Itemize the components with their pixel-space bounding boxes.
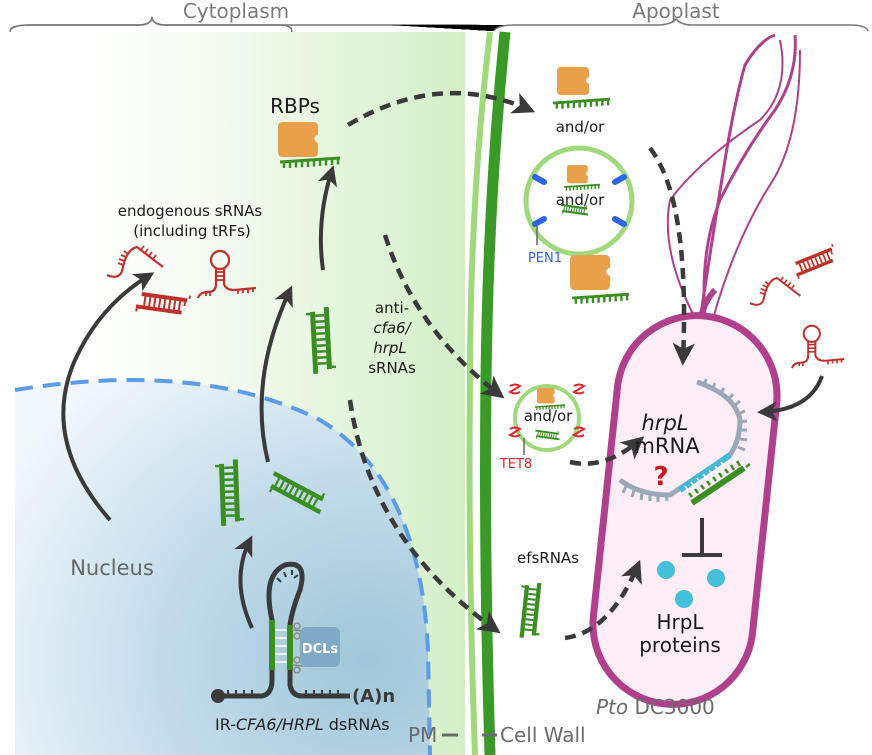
efsrna-duplex	[515, 580, 546, 641]
arrow-srna-to-tet8-vesicle	[382, 234, 505, 399]
pto-bacterium	[589, 312, 781, 708]
arrow-nucleus-to-endogenous	[61, 272, 155, 522]
pto-italic: Pto	[596, 695, 628, 719]
apoplast-endogenous-duplex	[790, 243, 841, 280]
pen1-label: PEN1	[528, 251, 562, 266]
dcls-label: DCLs	[302, 642, 339, 657]
inhibition-symbol	[682, 518, 722, 557]
and-or-pen1-label: and/or	[556, 191, 605, 209]
anti-srna-label-line3: hrpL	[373, 339, 407, 357]
pen1-proteins	[532, 174, 627, 227]
ir-dsrna-suffix: dsRNAs	[324, 715, 390, 734]
nuclear-envelope	[14, 378, 432, 755]
hrpl-protein-dot	[707, 569, 725, 587]
rbps-label: RBPs	[270, 94, 320, 118]
anti-srna-label-line1: anti-	[375, 299, 409, 317]
ir-dsrna-label: IR-CFA6/HRPL dsRNAs	[215, 715, 390, 734]
tet8-proteins	[508, 383, 586, 438]
apoplast-endogenous-hairpin	[791, 324, 846, 369]
arrow-srna-to-rbp	[317, 165, 337, 271]
arrow-dsrna-to-srna	[234, 535, 254, 629]
question-mark: ?	[653, 462, 668, 492]
hrpl-protein-dot	[675, 590, 693, 608]
ir-dsrna-gene: CFA6/HRPL	[236, 715, 324, 734]
pto-strain: DC3000	[628, 695, 715, 719]
ir-dsrna-hairpin: (A)n	[211, 561, 395, 707]
hrpl-mrna-strand	[618, 378, 751, 506]
tet8-vesicle	[508, 383, 586, 455]
pen1-vesicle	[523, 145, 635, 257]
apoplast-label: Apoplast	[632, 0, 720, 23]
plasma-membrane	[466, 31, 493, 755]
hrpl-mrna-label: mRNA	[634, 434, 700, 458]
apoplast-brace	[493, 17, 869, 32]
hrpl-protein-dot	[657, 561, 675, 579]
rbp-apoplast-top	[557, 67, 589, 95]
pto-dc3000-label: Pto DC3000	[596, 695, 715, 719]
efsrnas-label: efsRNAs	[517, 549, 579, 567]
cell-wall-label: Cell Wall	[500, 723, 586, 747]
nucleus-label: Nucleus	[70, 556, 154, 580]
arrow-nucleus-to-anti-srna	[259, 285, 293, 463]
hrpl-proteins-line1: HrpL	[656, 610, 704, 634]
pm-label: PM	[408, 723, 437, 747]
srna-apoplast-top	[551, 97, 612, 111]
hrpl-protein-dots	[657, 561, 725, 608]
apoplast-endogenous-bent	[749, 276, 802, 306]
hrpl-mrna-gene-label: hrpL	[642, 411, 689, 435]
hrpl-proteins-line2: proteins	[639, 633, 721, 657]
poly-a-tail-label: (A)n	[352, 686, 395, 707]
arrow-efsrna-to-bacterium	[564, 559, 642, 641]
ir-dsrna-prefix: IR-	[215, 715, 236, 734]
anti-srna-label-line4: sRNAs	[368, 359, 416, 377]
bacterial-flagella	[666, 33, 801, 323]
tet8-label: TET8	[499, 457, 532, 472]
solid-arrows	[61, 165, 824, 629]
arrow-endogenous-to-mrna	[757, 375, 824, 422]
rbp-cytoplasm	[278, 122, 318, 157]
arrow-srna-to-efsrna	[347, 399, 501, 634]
srna-apoplast-bottom	[570, 292, 631, 306]
arrow-tet8-to-mrna	[569, 436, 645, 466]
and-or-tet8-label: and/or	[524, 407, 573, 425]
dashed-arrows	[346, 90, 695, 641]
arrow-apoplast-to-bacterium	[648, 146, 695, 366]
arrow-rbp-to-apoplast	[346, 90, 536, 127]
rbp-apoplast-bottom	[570, 255, 610, 290]
cytoplasm-label: Cytoplasm	[183, 0, 289, 23]
endogenous-srnas-line2: (including tRFs)	[133, 222, 251, 240]
cell-wall	[480, 31, 511, 755]
dcls-box	[300, 627, 340, 667]
and-or-top-label: and/or	[556, 118, 605, 136]
anti-srna-label-line2: cfa6/	[373, 319, 412, 337]
endogenous-srnas-line1: endogenous sRNAs	[118, 202, 263, 220]
